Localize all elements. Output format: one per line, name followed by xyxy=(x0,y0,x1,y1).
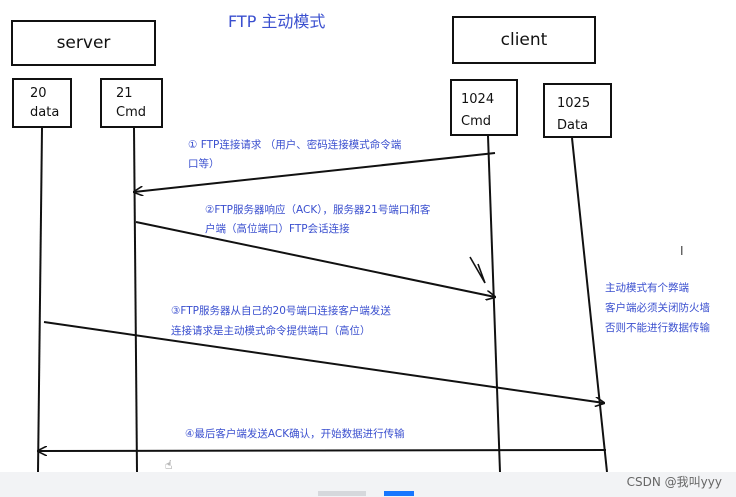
watermark: CSDN @我叫yyy xyxy=(626,475,722,489)
text-cursor-icon: I xyxy=(680,244,684,258)
port-1024-box: 1024 Cmd xyxy=(450,79,518,136)
port-20-label: data xyxy=(30,105,60,120)
client-label: client xyxy=(500,30,548,50)
toolbar-accent[interactable] xyxy=(384,491,414,496)
arrow-m1 xyxy=(134,152,496,192)
arrow-m3 xyxy=(43,321,604,403)
arrow-m4 xyxy=(38,450,607,451)
footer-bar xyxy=(0,472,736,497)
arrow-m2 xyxy=(135,221,495,297)
lifeline-20 xyxy=(37,127,43,473)
port-1024-label: Cmd xyxy=(461,114,491,129)
port-1025-number: 1025 xyxy=(557,96,591,111)
client-box: client xyxy=(452,16,596,64)
message-2: ②FTP服务器响应（ACK），服务器21号端口和客 户端（高位端口）FTP会话连… xyxy=(205,204,431,235)
toolbar-handle[interactable] xyxy=(318,491,366,496)
port-21-number: 21 xyxy=(116,86,133,101)
drawback-note: 主动模式有个弊端 客户端必须关闭防火墙 否则不能进行数据传输 xyxy=(605,282,710,334)
port-1025-box: 1025 Data xyxy=(543,83,612,138)
diagram-title: FTP 主动模式 xyxy=(228,12,326,31)
message-4: ④最后客户端发送ACK确认，开始数据进行传输 xyxy=(185,428,405,440)
lifeline-21 xyxy=(133,127,138,473)
message-3: ③FTP服务器从自己的20号端口连接客户端发送 连接请求是主动模式命令提供端口（… xyxy=(171,305,391,337)
port-20-number: 20 xyxy=(30,86,47,101)
lifeline-1025 xyxy=(571,137,608,473)
message-1: ① FTP连接请求 （用户、密码连接模式命令端 口等） xyxy=(188,139,402,170)
server-label: server xyxy=(56,33,111,53)
port-1025-label: Data xyxy=(557,118,589,133)
port-1024-number: 1024 xyxy=(461,92,495,107)
port-20-box: 20 data xyxy=(12,78,72,128)
port-21-label: Cmd xyxy=(116,105,146,120)
hand-cursor-icon: ☝ xyxy=(165,458,173,472)
sketch-stroke xyxy=(469,256,486,284)
lifeline-1024 xyxy=(487,135,501,473)
port-21-box: 21 Cmd xyxy=(100,78,163,128)
server-box: server xyxy=(11,20,156,66)
